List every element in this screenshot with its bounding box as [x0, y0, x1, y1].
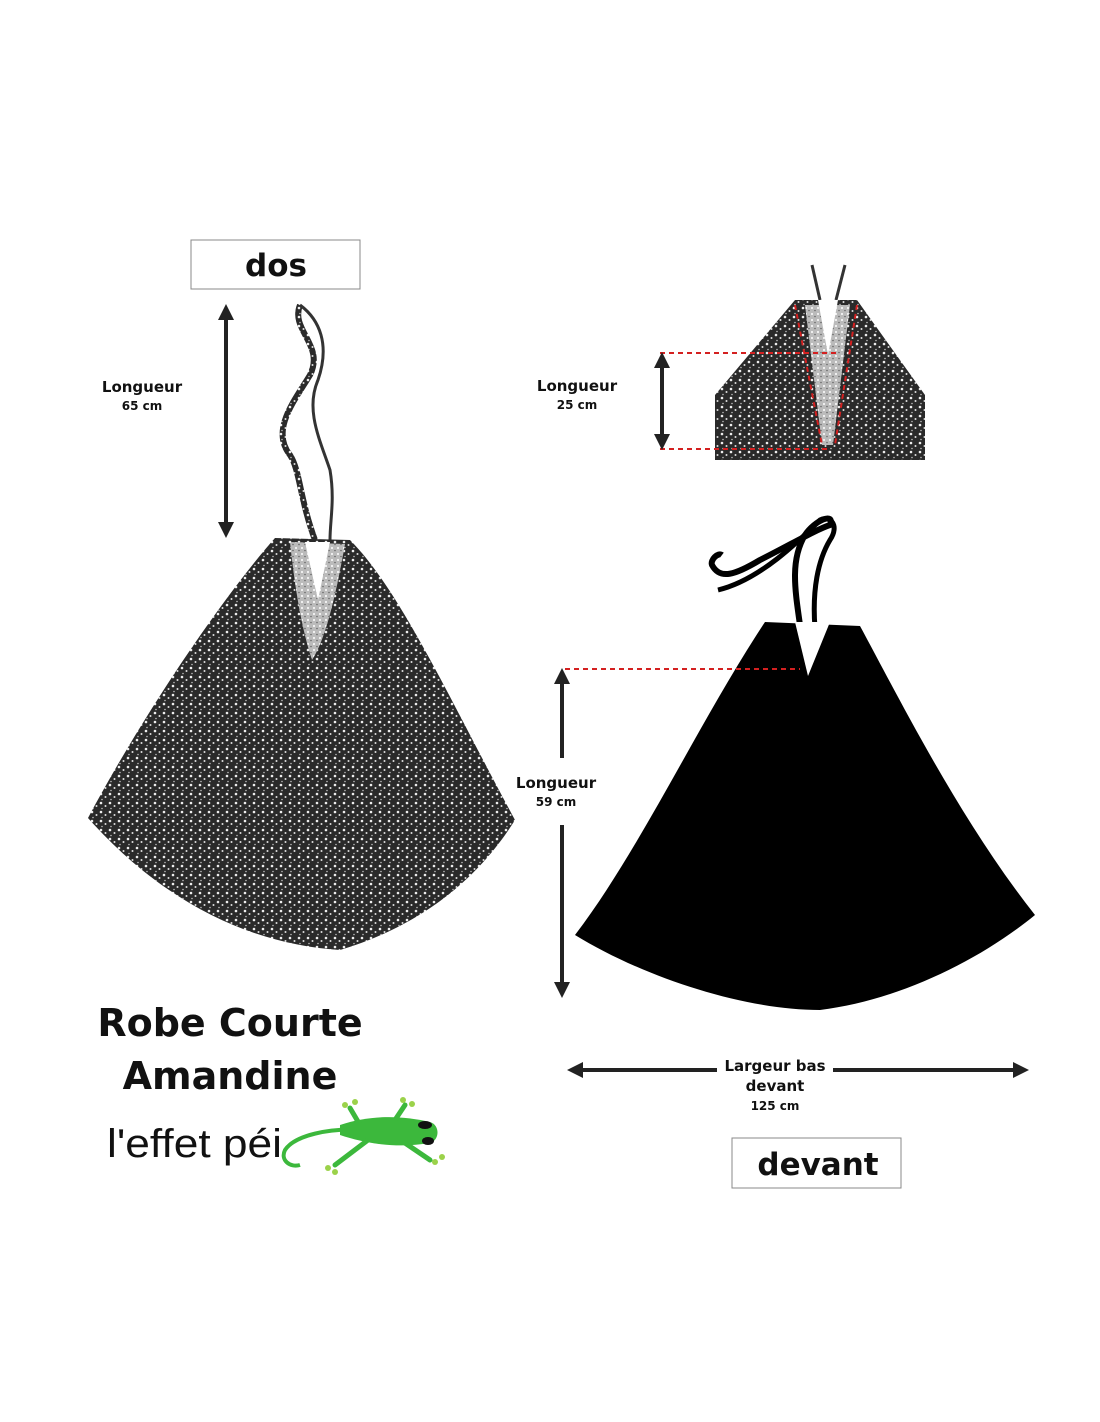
- back-length-value: 65 cm: [122, 399, 163, 413]
- front-width-value: 125 cm: [751, 1099, 800, 1113]
- back-view-label: dos: [245, 248, 307, 284]
- front-neckline-detail: [660, 264, 925, 460]
- product-title-line1: Robe Courte: [97, 1001, 362, 1045]
- brand-logo-text: l'effet péi: [107, 1122, 282, 1166]
- back-dress-illustration: [88, 303, 515, 950]
- front-view-label-box: devant: [731, 1137, 902, 1189]
- detail-length-label: Longueur: [537, 377, 618, 395]
- front-length-value: 59 cm: [536, 795, 577, 809]
- gecko-icon: [281, 1097, 445, 1175]
- front-dress-illustration: [575, 515, 1035, 1010]
- front-length-label: Longueur: [516, 774, 597, 792]
- detail-length-value: 25 cm: [557, 398, 598, 412]
- front-width-label-line1: Largeur bas: [724, 1057, 825, 1075]
- front-width-label-line2: devant: [746, 1077, 805, 1095]
- brand-logo: l'effet péi: [107, 1097, 445, 1175]
- back-length-label: Longueur: [102, 378, 183, 396]
- back-view-label-box: dos: [190, 239, 361, 290]
- front-view-label: devant: [757, 1147, 878, 1183]
- product-title-line2: Amandine: [123, 1054, 338, 1098]
